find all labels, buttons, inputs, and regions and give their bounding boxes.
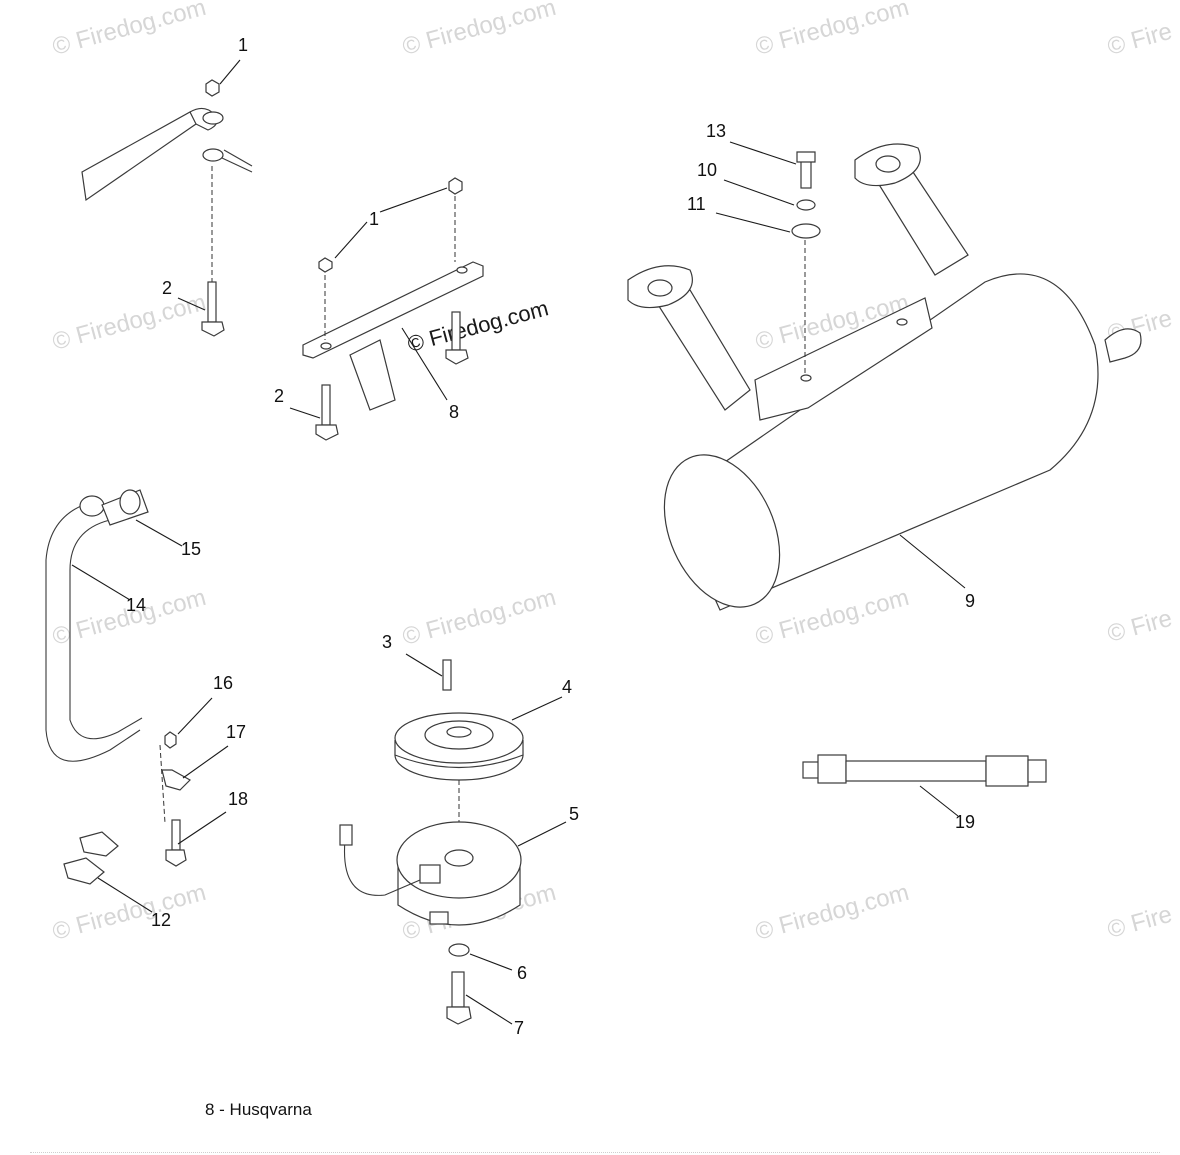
- watermark: © Firedog.com: [50, 879, 209, 946]
- callout-5: 5: [569, 804, 579, 824]
- watermark: © Fire: [1105, 605, 1175, 648]
- watermark: © Firedog.com: [50, 584, 209, 651]
- callout-12: 12: [151, 910, 171, 930]
- mounting-bracket: [302, 177, 484, 441]
- callout-4: 4: [562, 677, 572, 697]
- watermark: © Firedog.com: [50, 289, 209, 356]
- callout-15: 15: [181, 539, 201, 559]
- watermark: © Firedog.com: [50, 0, 209, 61]
- watermark-center: © Firedog.com: [405, 295, 551, 357]
- callout-2: 2: [274, 386, 284, 406]
- callout-18: 18: [228, 789, 248, 809]
- callout-1: 1: [369, 209, 379, 229]
- callout-8: 8: [449, 402, 459, 422]
- callout-1: 1: [238, 35, 248, 55]
- callout-16: 16: [213, 673, 233, 693]
- watermark: © Firedog.com: [753, 0, 912, 61]
- callout-7: 7: [514, 1018, 524, 1038]
- muffler: [627, 143, 1142, 611]
- callout-11: 11: [687, 194, 706, 214]
- callout-labels: 1 1 2 2 8 9 13 10 11 15 14 16 17 18 12 3…: [126, 35, 975, 1038]
- cable-assembly: [81, 79, 253, 337]
- electric-clutch: [339, 780, 522, 1025]
- watermark: © Firedog.com: [400, 0, 559, 61]
- footer-divider: [30, 1152, 1160, 1153]
- watermark: © Firedog.com: [400, 584, 559, 651]
- watermark: © Fire: [1105, 901, 1175, 944]
- leader-lines: [71, 59, 966, 1025]
- callout-10: 10: [697, 160, 717, 180]
- callout-2: 2: [162, 278, 172, 298]
- watermark: © Firedog.com: [753, 879, 912, 946]
- callout-13: 13: [706, 121, 726, 141]
- hose-assembly: [45, 489, 191, 885]
- pulley: [394, 659, 524, 781]
- callout-6: 6: [517, 963, 527, 983]
- callout-19: 19: [955, 812, 975, 832]
- watermark: © Firedog.com: [753, 584, 912, 651]
- callout-14: 14: [126, 595, 146, 615]
- page-footer: 8 - Husqvarna: [205, 1100, 312, 1119]
- callout-17: 17: [226, 722, 246, 742]
- callout-3: 3: [382, 632, 392, 652]
- spark-plug-connector: [802, 754, 1047, 787]
- callout-9: 9: [965, 591, 975, 611]
- watermark: © Fire: [1105, 18, 1175, 61]
